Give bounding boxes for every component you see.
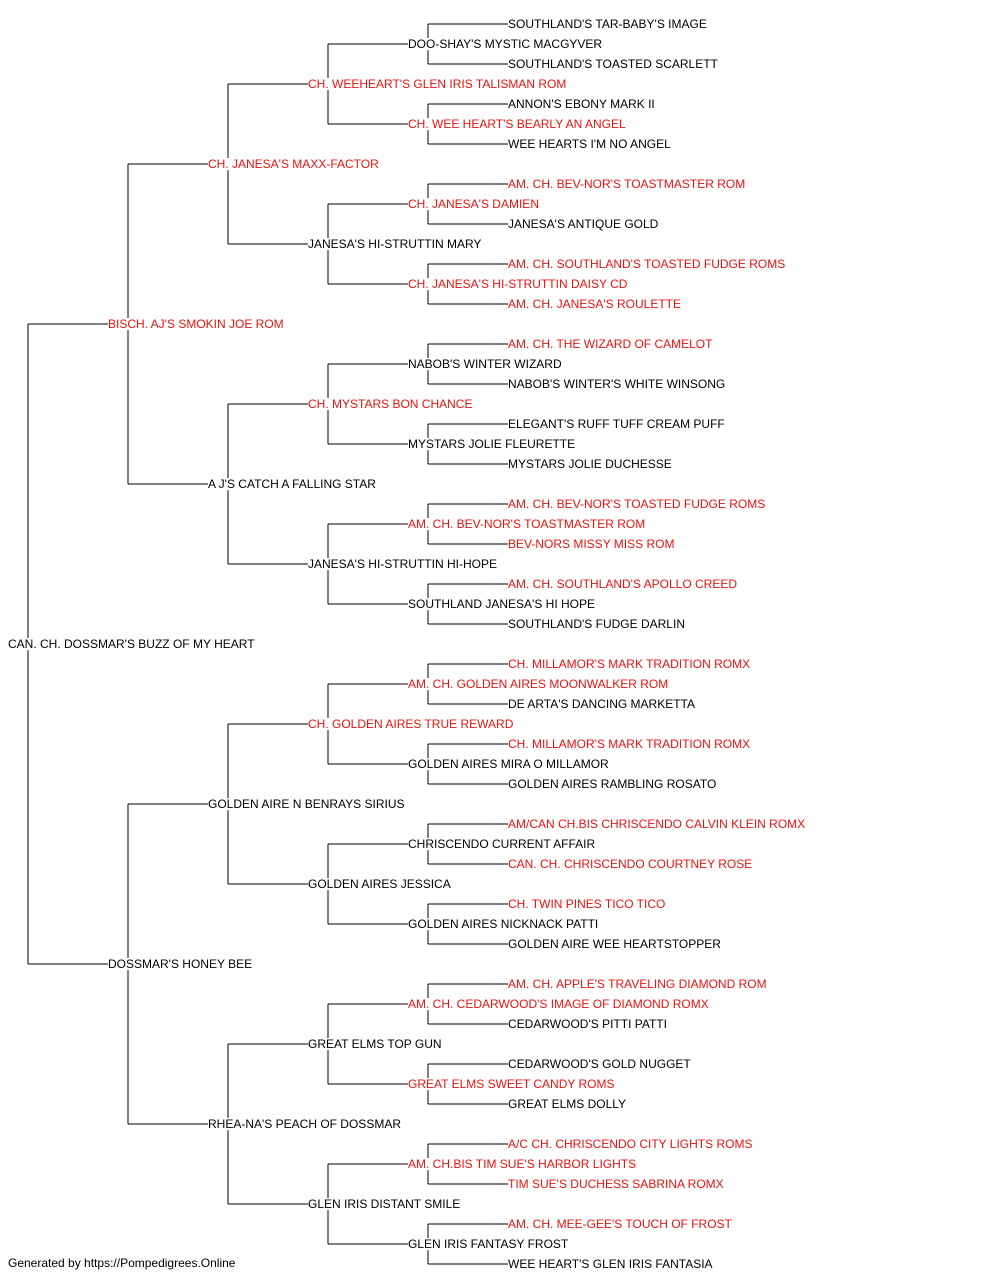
dog-name: JANESA'S HI-STRUTTIN MARY xyxy=(308,237,481,251)
dog-name: AM. CH. SOUTHLAND'S TOASTED FUDGE ROMS xyxy=(508,257,785,271)
dog-name: ANNON'S EBONY MARK II xyxy=(508,97,655,111)
dog-name: CH. JANESA'S DAMIEN xyxy=(408,197,539,211)
dog-name: GOLDEN AIRES NICKNACK PATTI xyxy=(408,917,598,931)
dog-name: AM. CH. THE WIZARD OF CAMELOT xyxy=(508,337,713,351)
dog-name: MYSTARS JOLIE FLEURETTE xyxy=(408,437,575,451)
dog-name: CH. MILLAMOR'S MARK TRADITION ROMX xyxy=(508,657,750,671)
dog-name: CH. JANESA'S HI-STRUTTIN DAISY CD xyxy=(408,277,628,291)
dog-name: AM. CH. BEV-NOR'S TOASTMASTER ROM xyxy=(508,177,745,191)
dog-name: CH. WEEHEART'S GLEN IRIS TALISMAN ROM xyxy=(308,77,566,91)
dog-name: MYSTARS JOLIE DUCHESSE xyxy=(508,457,672,471)
dog-name: TIM SUE'S DUCHESS SABRINA ROMX xyxy=(508,1177,724,1191)
dog-name: GLEN IRIS FANTASY FROST xyxy=(408,1237,569,1251)
dog-name: CAN. CH. CHRISCENDO COURTNEY ROSE xyxy=(508,857,752,871)
dog-name: GOLDEN AIRES MIRA O MILLAMOR xyxy=(408,757,609,771)
dog-name: NABOB'S WINTER WIZARD xyxy=(408,357,562,371)
dog-name: AM. CH. BEV-NOR'S TOASTED FUDGE ROMS xyxy=(508,497,765,511)
dog-name: GREAT ELMS SWEET CANDY ROMS xyxy=(408,1077,614,1091)
dog-name: CH. WEE HEART'S BEARLY AN ANGEL xyxy=(408,117,626,131)
dog-name: CEDARWOOD'S GOLD NUGGET xyxy=(508,1057,691,1071)
dog-name: AM. CH. BEV-NOR'S TOASTMASTER ROM xyxy=(408,517,645,531)
dog-name: CHRISCENDO CURRENT AFFAIR xyxy=(408,837,595,851)
dog-name: AM. CH. JANESA'S ROULETTE xyxy=(508,297,681,311)
dog-name: CH. JANESA'S MAXX-FACTOR xyxy=(208,157,379,171)
dog-name: SOUTHLAND JANESA'S HI HOPE xyxy=(408,597,595,611)
dog-name: GLEN IRIS DISTANT SMILE xyxy=(308,1197,460,1211)
dog-name: AM. CH. APPLE'S TRAVELING DIAMOND ROM xyxy=(508,977,767,991)
dog-name: RHEA-NA'S PEACH OF DOSSMAR xyxy=(208,1117,401,1131)
dog-name: DOO-SHAY'S MYSTIC MACGYVER xyxy=(408,37,602,51)
dog-name: ELEGANT'S RUFF TUFF CREAM PUFF xyxy=(508,417,725,431)
dog-name: GOLDEN AIRE WEE HEARTSTOPPER xyxy=(508,937,721,951)
dog-name: AM. CH. SOUTHLAND'S APOLLO CREED xyxy=(508,577,737,591)
dog-name: AM. CH.BIS TIM SUE'S HARBOR LIGHTS xyxy=(408,1157,636,1171)
dog-name: CEDARWOOD'S PITTI PATTI xyxy=(508,1017,667,1031)
dog-name: GREAT ELMS TOP GUN xyxy=(308,1037,442,1051)
dog-name: AM. CH. CEDARWOOD'S IMAGE OF DIAMOND ROM… xyxy=(408,997,709,1011)
dog-name: GREAT ELMS DOLLY xyxy=(508,1097,626,1111)
dog-name: A J'S CATCH A FALLING STAR xyxy=(208,477,376,491)
dog-name: CH. MYSTARS BON CHANCE xyxy=(308,397,472,411)
dog-name: AM. CH. MEE-GEE'S TOUCH OF FROST xyxy=(508,1217,733,1231)
dog-name: SOUTHLAND'S TOASTED SCARLETT xyxy=(508,57,719,71)
dog-name: CAN. CH. DOSSMAR'S BUZZ OF MY HEART xyxy=(8,637,255,651)
dog-name: SOUTHLAND'S FUDGE DARLIN xyxy=(508,617,685,631)
dog-name: WEE HEART'S GLEN IRIS FANTASIA xyxy=(508,1257,713,1271)
dog-name: DE ARTA'S DANCING MARKETTA xyxy=(508,697,695,711)
dog-name: JANESA'S ANTIQUE GOLD xyxy=(508,217,659,231)
dog-name: BEV-NORS MISSY MISS ROM xyxy=(508,537,674,551)
dog-name: BISCH. AJ'S SMOKIN JOE ROM xyxy=(108,317,284,331)
dog-name: GOLDEN AIRES RAMBLING ROSATO xyxy=(508,777,716,791)
dog-name: CH. GOLDEN AIRES TRUE REWARD xyxy=(308,717,514,731)
dog-name: WEE HEARTS I'M NO ANGEL xyxy=(508,137,671,151)
dog-name: SOUTHLAND'S TAR-BABY'S IMAGE xyxy=(508,17,707,31)
dog-name: GOLDEN AIRES JESSICA xyxy=(308,877,451,891)
dog-name: CH. TWIN PINES TICO TICO xyxy=(508,897,665,911)
dog-name: DOSSMAR'S HONEY BEE xyxy=(108,957,252,971)
footer-credit: Generated by https://Pompedigrees.Online xyxy=(8,1256,236,1270)
dog-name: NABOB'S WINTER'S WHITE WINSONG xyxy=(508,377,725,391)
dog-name: A/C CH. CHRISCENDO CITY LIGHTS ROMS xyxy=(508,1137,752,1151)
dog-name: CH. MILLAMOR'S MARK TRADITION ROMX xyxy=(508,737,750,751)
dog-name: GOLDEN AIRE N BENRAYS SIRIUS xyxy=(208,797,405,811)
dog-name: AM. CH. GOLDEN AIRES MOONWALKER ROM xyxy=(408,677,668,691)
dog-name: AM/CAN CH.BIS CHRISCENDO CALVIN KLEIN RO… xyxy=(508,817,805,831)
dog-name: JANESA'S HI-STRUTTIN HI-HOPE xyxy=(308,557,497,571)
